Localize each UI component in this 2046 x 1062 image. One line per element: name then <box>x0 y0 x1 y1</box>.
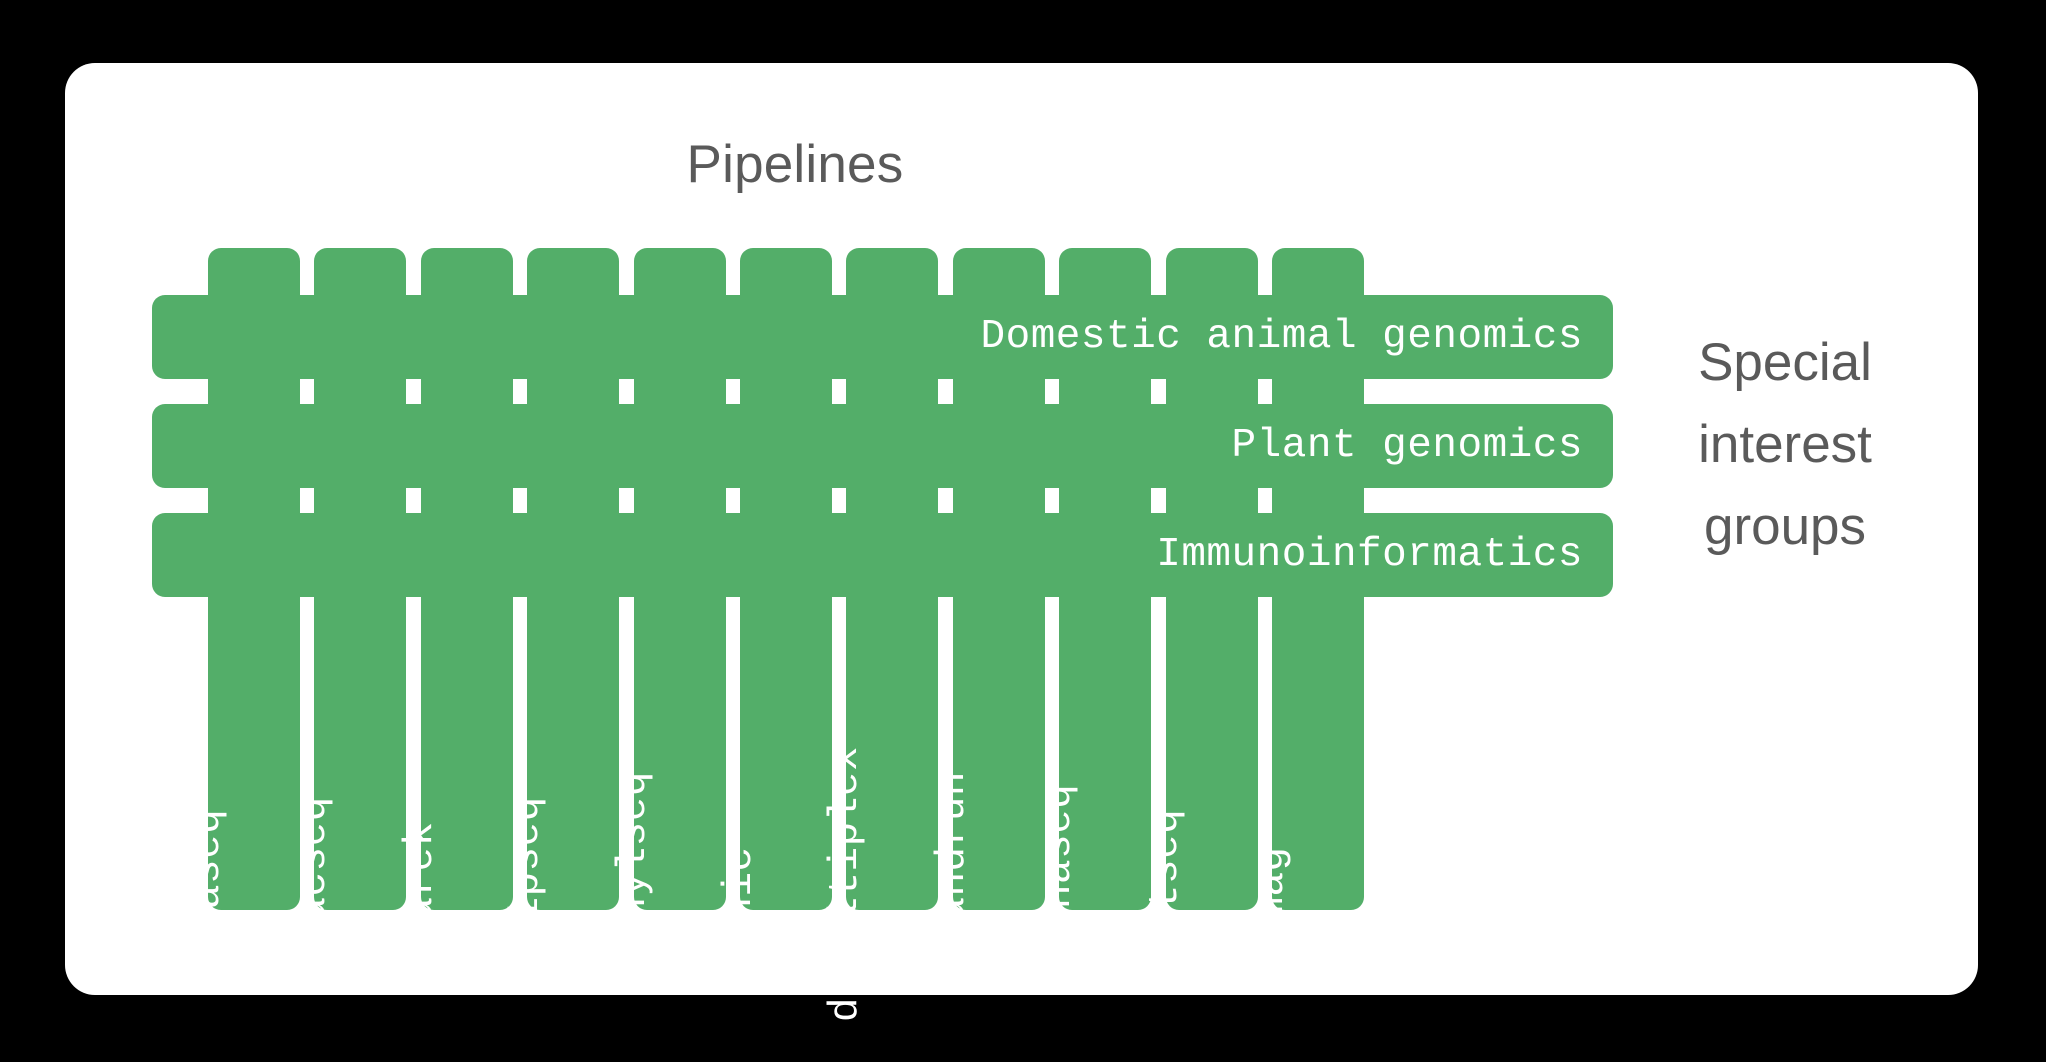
pipeline-label: chipseq <box>504 796 551 972</box>
pipeline-label: rnaseq <box>185 808 231 960</box>
special-interest-groups-title: Special interest groups <box>1660 322 1910 568</box>
special-interest-group-label: Immunoinformatics <box>1156 532 1583 578</box>
pipeline-label: sarek <box>397 821 444 947</box>
special-interest-group-label: Plant genomics <box>1231 423 1583 469</box>
sig-title-line-1: Special <box>1698 333 1872 392</box>
special-interest-group-label: Domestic animal genomics <box>980 314 1583 360</box>
sig-title-line-2: interest <box>1698 415 1872 474</box>
pipeline-label: hgtseq <box>1142 808 1189 960</box>
special-interest-group-bar[interactable]: Immunoinformatics <box>152 513 1613 597</box>
pipeline-label: methylseq <box>610 771 657 997</box>
pipeline-label: atacseq <box>291 796 338 972</box>
special-interest-group-bar[interactable]: Plant genomics <box>152 404 1613 488</box>
pipeline-label: cutandrun <box>929 771 976 997</box>
sig-title-line-3: groups <box>1703 497 1867 556</box>
pipeline-label: mag <box>1249 846 1295 922</box>
pipeline-label: demultiplex <box>823 745 870 1023</box>
pipeline-label: smrnaseq <box>1036 783 1083 985</box>
special-interest-group-bar[interactable]: Domestic animal genomics <box>152 295 1613 379</box>
pipeline-label: hic <box>717 846 763 922</box>
page-title: Pipelines <box>686 135 904 194</box>
